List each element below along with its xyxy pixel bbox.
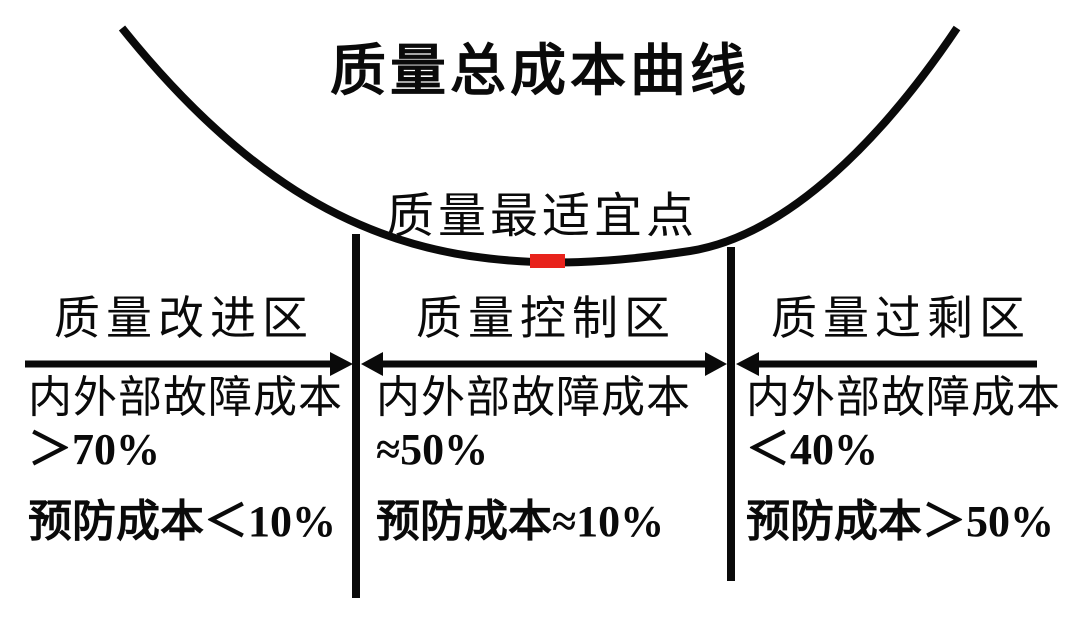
zone-label-improvement: 质量改进区 [54,293,314,344]
total-cost-curve [118,25,961,267]
improvement-prevention-cost: 预防成本＜10% [28,497,336,546]
zone-label-surplus: 质量过剩区 [771,293,1031,344]
diagram-title: 质量总成本曲线 [330,39,750,102]
surplus-failure-cost-value: ＜40% [746,425,878,474]
surplus-failure-cost-label: 内外部故障成本 [746,373,1061,422]
improvement-zone-arrow [25,352,353,376]
control-prevention-cost: 预防成本≈10% [376,497,665,546]
improvement-failure-cost-value: ＞70% [28,425,160,474]
surplus-zone-arrow [736,352,1037,376]
zone-label-control: 质量控制区 [416,293,676,344]
optimal-point-marker [530,254,565,268]
improvement-failure-cost-label: 内外部故障成本 [28,373,343,422]
control-failure-cost-label: 内外部故障成本 [376,373,691,422]
control-failure-cost-value: ≈50% [376,425,489,474]
optimal-point-label: 质量最适宜点 [385,190,699,243]
control-zone-arrow [361,352,727,376]
surplus-prevention-cost: 预防成本＞50% [746,497,1054,546]
